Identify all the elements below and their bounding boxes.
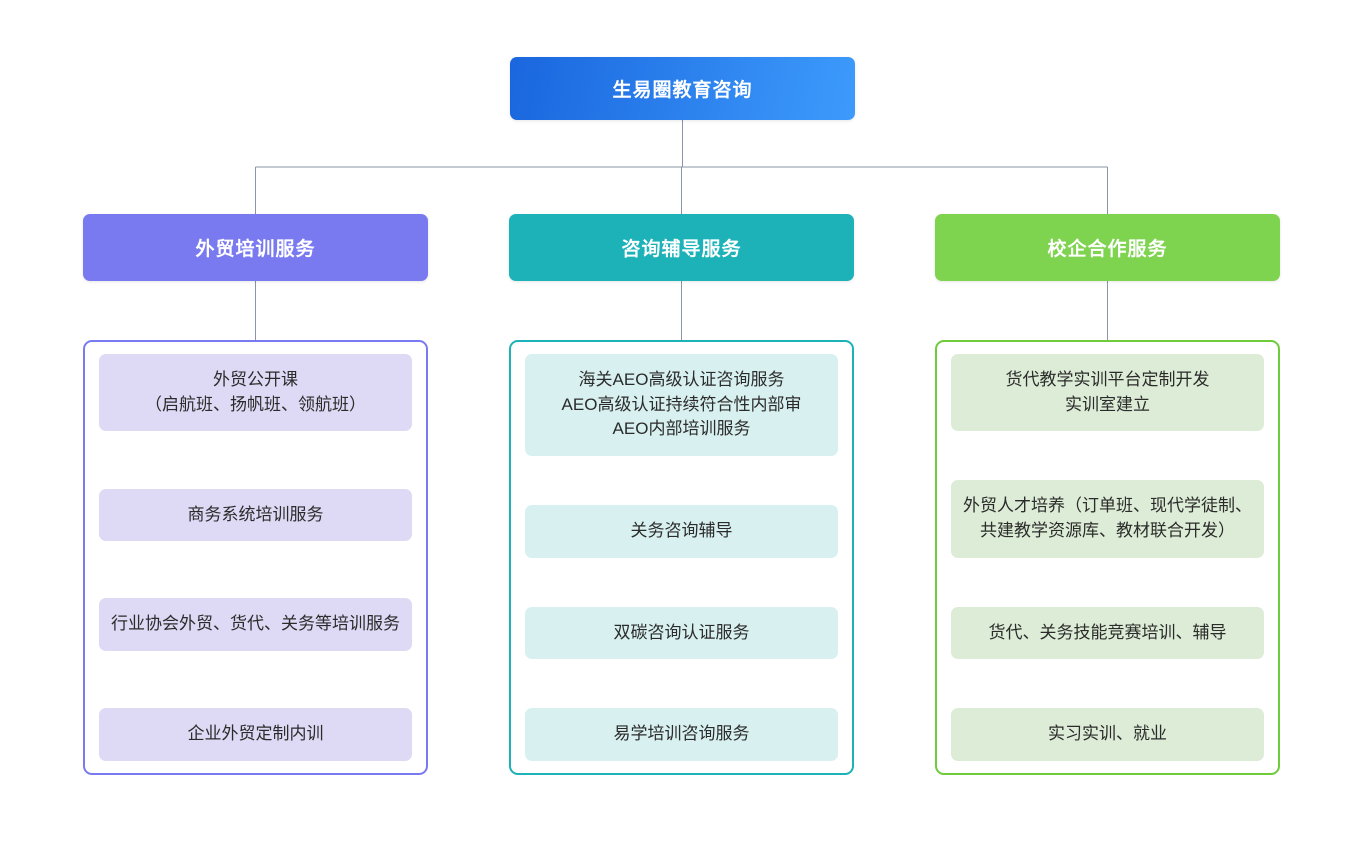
branch-container-0: 外贸公开课 （启航班、扬帆班、领航班） 商务系统培训服务 行业协会外贸、货代、关… [83, 340, 428, 775]
branch-header-0[interactable]: 外贸培训服务 [83, 214, 428, 281]
branch-header-2-label: 校企合作服务 [1047, 239, 1168, 260]
root-node[interactable]: 生易圈教育咨询 [510, 57, 855, 120]
branch-container-2: 货代教学实训平台定制开发 实训室建立 外贸人才培养（订单班、现代学徒制、共建教学… [935, 340, 1280, 775]
leaf-card[interactable]: 商务系统培训服务 [99, 488, 412, 542]
branch-container-1: 海关AEO高级认证咨询服务 AEO高级认证持续符合性内部审 AEO内部培训服务 … [509, 340, 854, 775]
leaf-card[interactable]: 实习实训、就业 [951, 708, 1264, 761]
leaf-card[interactable]: 外贸公开课 （启航班、扬帆班、领航班） [99, 354, 412, 432]
branch-header-2[interactable]: 校企合作服务 [935, 214, 1280, 281]
leaf-card[interactable]: 海关AEO高级认证咨询服务 AEO高级认证持续符合性内部审 AEO内部培训服务 [525, 354, 838, 456]
leaf-card[interactable]: 易学培训咨询服务 [525, 708, 838, 761]
leaf-card[interactable]: 关务咨询辅导 [525, 504, 838, 558]
leaf-card[interactable]: 行业协会外贸、货代、关务等培训服务 [99, 598, 412, 652]
root-node-label: 生易圈教育咨询 [612, 80, 753, 101]
leaf-card[interactable]: 货代教学实训平台定制开发 实训室建立 [951, 354, 1264, 432]
leaf-card[interactable]: 双碳咨询认证服务 [525, 606, 838, 660]
leaf-card[interactable]: 企业外贸定制内训 [99, 708, 412, 761]
branch-header-1-label: 咨询辅导服务 [621, 239, 742, 260]
branch-header-0-label: 外贸培训服务 [195, 239, 316, 260]
leaf-card[interactable]: 货代、关务技能竞赛培训、辅导 [951, 606, 1264, 660]
branch-header-1[interactable]: 咨询辅导服务 [509, 214, 854, 281]
leaf-card[interactable]: 外贸人才培养（订单班、现代学徒制、共建教学资源库、教材联合开发） [951, 480, 1264, 558]
